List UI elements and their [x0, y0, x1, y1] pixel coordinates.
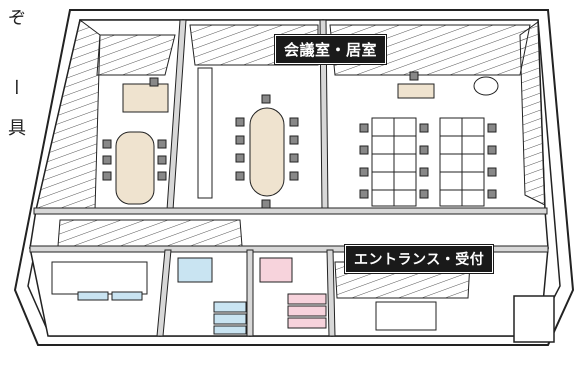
- round-table: [473, 76, 499, 96]
- margin-char-2: ー: [5, 78, 26, 96]
- margin-char-1: ぞ: [5, 8, 26, 26]
- office-room-right: [322, 19, 546, 211]
- desk-island-1: [371, 117, 417, 207]
- chairs: [359, 71, 497, 199]
- margin-char-3: 具: [5, 118, 26, 136]
- chairs: [235, 94, 299, 209]
- entrance-door: [513, 295, 555, 343]
- meeting-table: [115, 131, 155, 205]
- restroom-female: [249, 247, 333, 337]
- kitchen-room: [29, 247, 169, 337]
- shelf: [197, 67, 213, 199]
- entrance-label: エントランス・受付: [343, 244, 495, 274]
- meeting-room-center: [169, 19, 326, 211]
- meeting-table: [249, 107, 285, 197]
- meeting-room-label: 会議室・居室: [273, 34, 388, 65]
- desk-island-2: [439, 117, 485, 207]
- chairs: [102, 77, 167, 181]
- reception-counter: [375, 301, 437, 331]
- desk: [397, 83, 435, 99]
- restroom-male: [159, 247, 251, 337]
- meeting-room-left: [35, 19, 184, 211]
- corridor: [29, 209, 549, 249]
- desk: [122, 83, 169, 113]
